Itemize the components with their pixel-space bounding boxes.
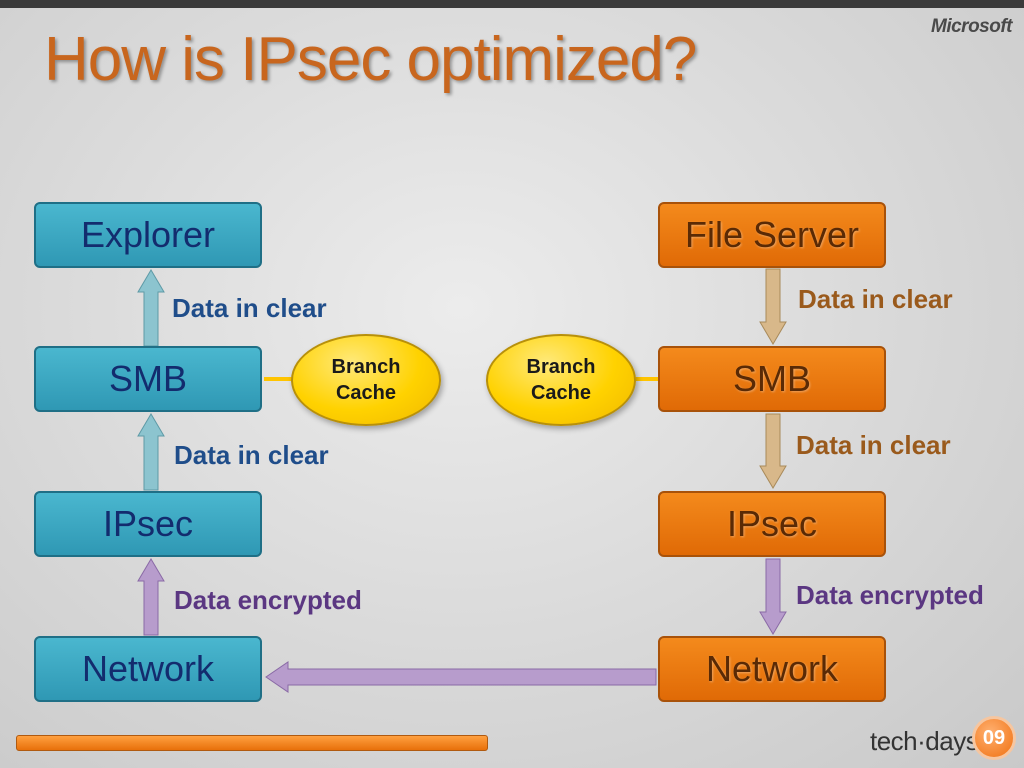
- arrow-up-network-to-ipsec: [137, 558, 165, 636]
- server-smb-box: SMB: [658, 346, 886, 412]
- client-ipsec-box: IPsec: [34, 491, 262, 557]
- server-label-ipsec-network: Data encrypted: [796, 580, 984, 610]
- arrow-down-ipsec-to-network: [759, 558, 787, 635]
- branch-cache-left: Branch Cache: [291, 334, 441, 426]
- branch-cache-link-left: [264, 377, 294, 381]
- arrow-down-fileserver-to-smb: [759, 268, 787, 345]
- arrow-up-ipsec-to-smb: [137, 413, 165, 491]
- server-label-smb-ipsec: Data in clear: [796, 430, 951, 460]
- server-network-box: Network: [658, 636, 886, 702]
- branch-cache-right-label: Branch Cache: [526, 356, 596, 404]
- arrow-left-network-to-network: [265, 661, 657, 693]
- branch-cache-right: Branch Cache: [486, 334, 636, 426]
- server-label-fileserver-smb: Data in clear: [798, 284, 953, 314]
- branch-cache-link-right: [634, 377, 658, 381]
- client-label-ipsec-network: Data encrypted: [174, 585, 362, 615]
- client-smb-box: SMB: [34, 346, 262, 412]
- server-file-server-box: File Server: [658, 202, 886, 268]
- client-explorer-box: Explorer: [34, 202, 262, 268]
- arrow-up-smb-to-explorer: [137, 269, 165, 347]
- microsoft-logo: Microsoft: [931, 16, 1013, 37]
- client-label-explorer-smb: Data in clear: [172, 293, 327, 323]
- top-bar: [0, 0, 1024, 8]
- client-label-smb-ipsec: Data in clear: [174, 440, 329, 470]
- slide-title: How is IPsec optimized?: [44, 25, 697, 94]
- client-network-box: Network: [34, 636, 262, 702]
- server-ipsec-box: IPsec: [658, 491, 886, 557]
- techdays-logo: tech·days: [870, 726, 979, 756]
- arrow-down-smb-to-ipsec: [759, 413, 787, 489]
- branch-cache-left-label: Branch Cache: [331, 356, 401, 404]
- techdays-badge: 09: [972, 716, 1016, 760]
- footer-bar: [16, 735, 488, 751]
